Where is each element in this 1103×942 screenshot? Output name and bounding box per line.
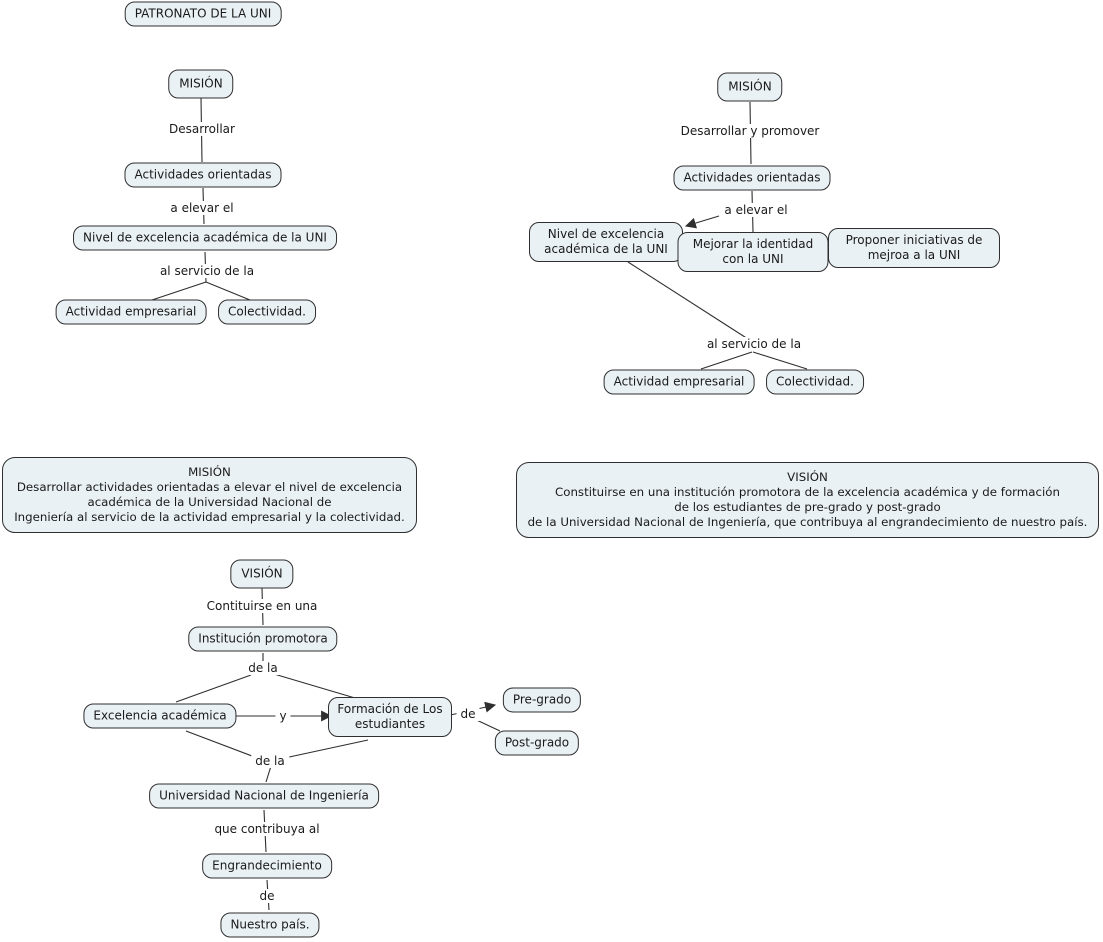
node-proponer-iniciativas[interactable]: Proponer iniciativas de mejroa a la UNI — [828, 228, 1000, 268]
node-postgrado[interactable]: Post-grado — [494, 730, 580, 756]
node-nivel-right[interactable]: Nivel de excelencia académica de la UNI — [529, 222, 683, 262]
node-mision-left[interactable]: MISIÓN — [168, 69, 234, 99]
edge-label-de-right: de — [456, 707, 480, 721]
edge-label-a-elevar-left: a elevar el — [166, 201, 238, 215]
node-actividad-empresarial-left[interactable]: Actividad empresarial — [55, 299, 207, 325]
node-universidad[interactable]: Universidad Nacional de Ingeniería — [149, 783, 379, 809]
node-mision-right[interactable]: MISIÓN — [717, 72, 783, 102]
edge-label-al-servicio-right: al servicio de la — [702, 337, 806, 351]
node-actividades-left[interactable]: Actividades orientadas — [124, 162, 282, 188]
vision-summary-line1: Constituirse en una institución promotor… — [555, 485, 1060, 499]
vision-summary-box[interactable]: VISIÓN Constituirse en una institución p… — [516, 462, 1099, 538]
vision-summary-line2: de los estudiantes de pre-grado y post-g… — [674, 500, 941, 514]
mision-summary-line2: académica de la Universidad Nacional de — [87, 495, 332, 509]
node-colectividad-right[interactable]: Colectividad. — [766, 369, 864, 395]
edge-label-de-la-top: de la — [244, 661, 282, 675]
vision-summary-line3: de la Universidad Nacional de Ingeniería… — [527, 515, 1088, 529]
vision-summary-title: VISIÓN — [787, 470, 828, 484]
node-engrandecimiento[interactable]: Engrandecimiento — [202, 853, 332, 879]
edge-label-y: y — [275, 709, 291, 723]
mision-summary-line1: Desarrollar actividades orientadas a ele… — [16, 480, 403, 494]
mision-summary-title: MISIÓN — [188, 465, 231, 479]
edge-label-desarrollar-promover: Desarrollar y promover — [676, 124, 824, 138]
node-nivel-left[interactable]: Nivel de excelencia académica de la UNI — [73, 225, 337, 251]
node-patronato[interactable]: PATRONATO DE LA UNI — [124, 1, 282, 27]
node-pregrado[interactable]: Pre-grado — [502, 687, 582, 713]
node-institucion-promotora[interactable]: Institución promotora — [188, 626, 338, 652]
node-formacion-estudiantes[interactable]: Formación de Los estudiantes — [328, 697, 452, 737]
node-colectividad-left[interactable]: Colectividad. — [218, 299, 316, 325]
node-actividades-right[interactable]: Actividades orientadas — [673, 165, 831, 191]
edge-label-desarrollar: Desarrollar — [165, 122, 239, 136]
node-excelencia-academica[interactable]: Excelencia académica — [83, 703, 237, 729]
edge-label-que-contribuya: que contribuya al — [210, 822, 324, 836]
edge-label-de-bottom: de — [255, 889, 279, 903]
mision-summary-line3: Ingeniería al servicio de la actividad e… — [14, 510, 405, 524]
node-nuestro-pais[interactable]: Nuestro país. — [220, 912, 320, 938]
node-mejorar-identidad[interactable]: Mejorar la identidad con la UNI — [677, 232, 829, 272]
node-actividad-empresarial-right[interactable]: Actividad empresarial — [603, 369, 755, 395]
mision-summary-box[interactable]: MISIÓN Desarrollar actividades orientada… — [2, 457, 417, 533]
edge-label-al-servicio-left: al servicio de la — [155, 264, 259, 278]
edge-label-contituirse: Contituirse en una — [202, 599, 322, 613]
edge-label-de-la-bottom: de la — [251, 754, 289, 768]
node-vision[interactable]: VISIÓN — [230, 559, 294, 589]
edge-label-a-elevar-right: a elevar el — [720, 203, 792, 217]
